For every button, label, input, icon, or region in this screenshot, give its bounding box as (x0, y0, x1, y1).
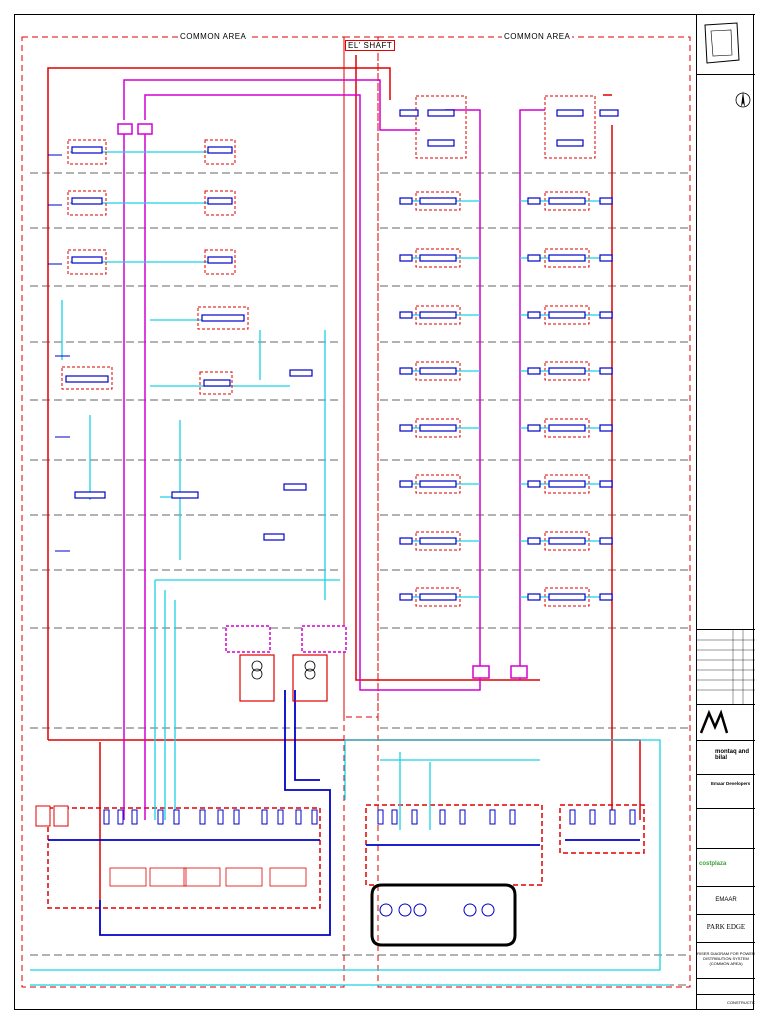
right-common-area-label: COMMON AREA (502, 32, 573, 41)
title-block: montaq and bilal Emaar Developers costpl… (696, 14, 755, 1010)
blue-drops (48, 154, 70, 552)
panel-boards-left (61, 139, 249, 395)
key-plan (697, 14, 755, 74)
left-common-area-boundary (21, 36, 345, 988)
north-arrow-icon (735, 91, 751, 108)
architect-logo (697, 704, 755, 740)
key-plan-icon (704, 22, 740, 64)
mdb-compartments (109, 867, 307, 887)
blue-busbars (48, 690, 640, 936)
consultant-2: Emaar Developers (697, 774, 755, 808)
drawing-info-row (697, 978, 755, 994)
project-name: PARK EDGE (697, 914, 755, 942)
transformer-coils (251, 660, 316, 680)
consultant-logo-box (697, 808, 755, 848)
am-logo-icon (699, 709, 729, 734)
transformers (239, 654, 328, 702)
level-lines (30, 172, 690, 986)
consultant-3: costplaza (697, 848, 755, 886)
client-name: EMAAR (697, 886, 755, 914)
drawing-frame (14, 14, 754, 1010)
drawing-title-line-2: DISTRIBUTION SYSTEM (COMMON AREA) (703, 956, 749, 966)
shaft-boundary (343, 36, 379, 718)
pump-symbols (379, 903, 495, 917)
drawing-status: CONSTRUCTION (697, 994, 755, 1010)
panel-blue-boxes (65, 146, 313, 541)
mdb-breakers (103, 809, 636, 825)
panel-boards-right (415, 95, 596, 607)
cyan-distribution (30, 151, 670, 986)
pump-loop (370, 883, 517, 947)
magenta-risers (117, 79, 545, 820)
revision-table (697, 629, 755, 704)
consultant-1: montaq and bilal (697, 740, 755, 774)
shaft-label: EL' SHAFT (345, 40, 396, 51)
right-blue-boxes (399, 109, 619, 601)
drawing-title: RISER DIAGRAM FOR POWER DISTRIBUTION SYS… (697, 942, 755, 978)
north-arrow (697, 74, 755, 124)
drawing-title-line-1: RISER DIAGRAM FOR POWER (697, 951, 755, 956)
incomer-panels (35, 805, 69, 827)
left-common-area-label: COMMON AREA (178, 32, 249, 41)
